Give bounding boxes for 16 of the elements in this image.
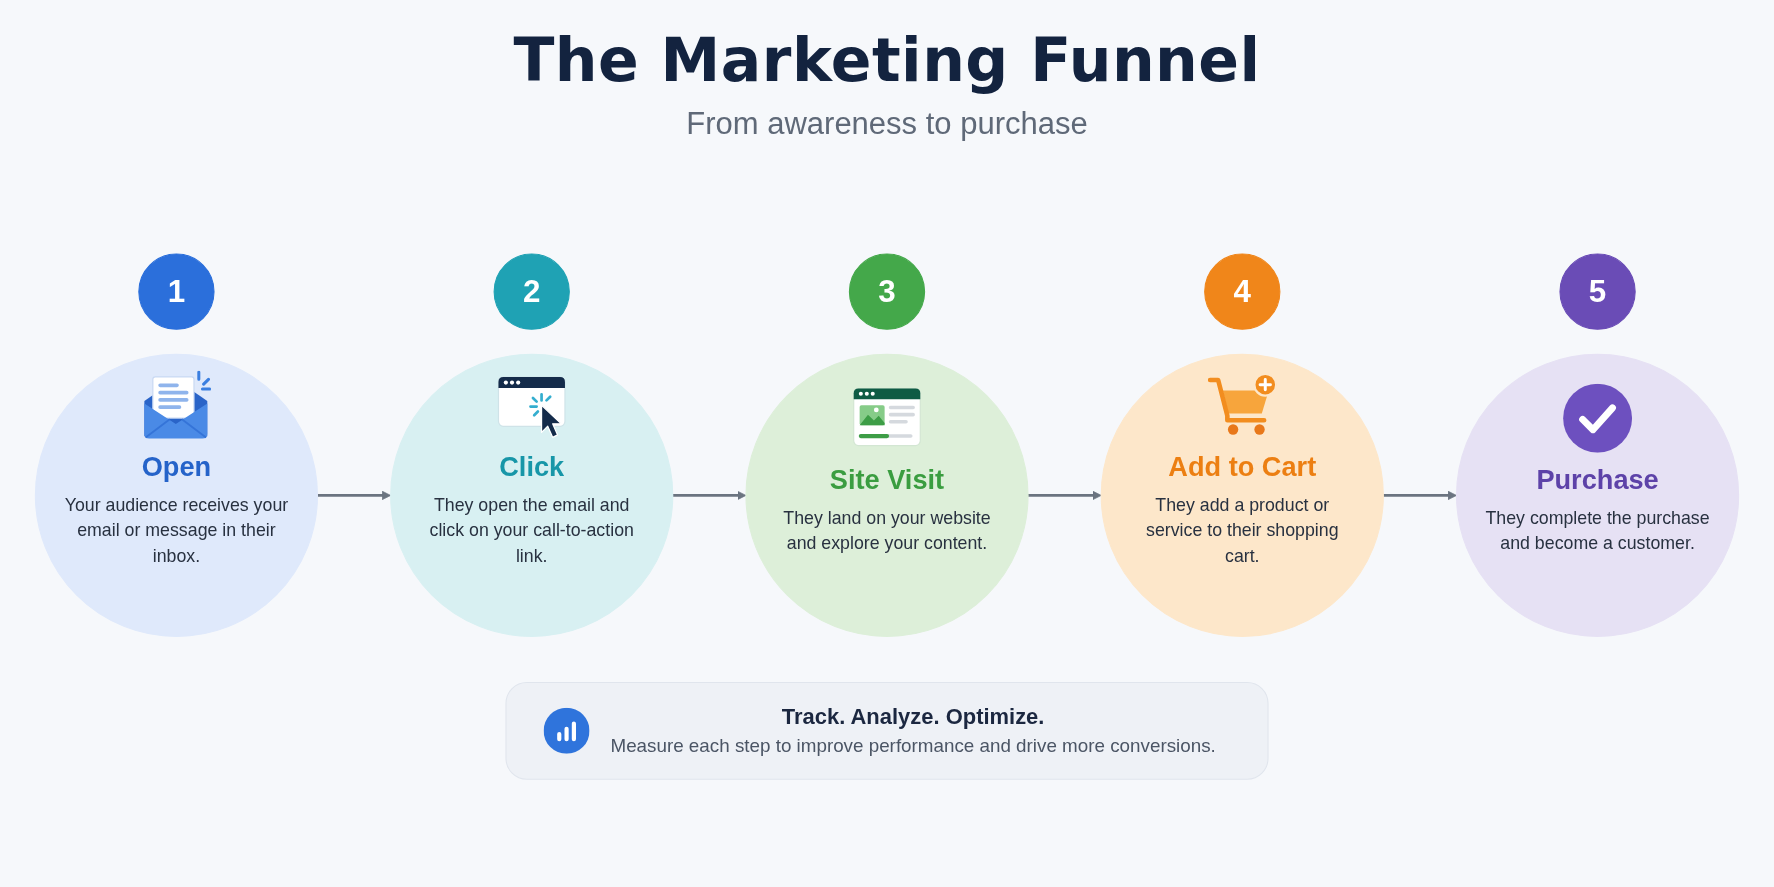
node-circle: 1 bbox=[138, 253, 215, 330]
node-circle: Purchase They complete the purchase and become a customer. bbox=[1456, 353, 1740, 637]
arrow bbox=[672, 490, 747, 500]
node-box: Track. Analyze. Optimize. Measure each step to improve performance and drive more conversions. bbox=[505, 681, 1269, 780]
node-circle: 4 bbox=[1204, 253, 1281, 330]
title: The Marketing Funnel bbox=[513, 26, 1261, 95]
node-circle: 5 bbox=[1559, 253, 1636, 330]
node-circle: Click They open the email and click on your call-to-action link. bbox=[390, 353, 674, 637]
arrow bbox=[1383, 490, 1457, 500]
arrow bbox=[1028, 490, 1102, 500]
node-circle: Add to Cart They add a product or service to their shopping cart. bbox=[1100, 353, 1384, 637]
node-circle: 2 bbox=[493, 253, 570, 330]
node-circle: 3 bbox=[848, 253, 926, 330]
node-circle: Open Your audience receives your email or message in their inbox. bbox=[34, 353, 318, 637]
node-circle: Site Visit They land on your website and explore your content. bbox=[745, 353, 1029, 637]
subtitle: From awareness to purchase bbox=[686, 105, 1088, 143]
